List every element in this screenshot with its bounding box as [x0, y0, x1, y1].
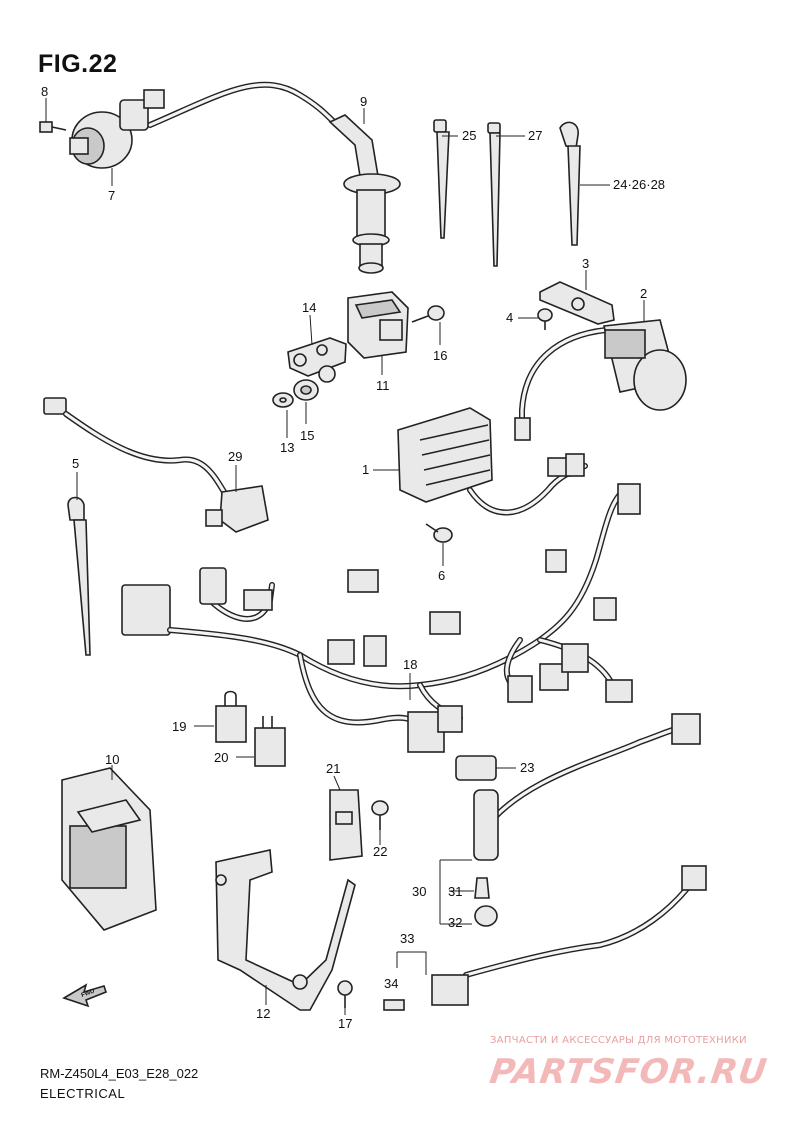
sensor-part-29: [43, 397, 269, 533]
cable-tie-part-25: [433, 119, 450, 239]
figure-title: FIG.22: [38, 50, 118, 78]
bolt-part-8: [39, 121, 67, 133]
fuse-holder-part-33: [431, 865, 707, 1006]
callout-29: 29: [228, 449, 242, 464]
callout-25: 25: [462, 128, 476, 143]
leader-lines: [45, 98, 645, 1015]
callout-33: 33: [400, 931, 414, 946]
callout-21: 21: [326, 761, 340, 776]
callout-9: 9: [360, 94, 367, 109]
callout-32: 32: [448, 915, 462, 930]
regulator-rectifier-part-1: [397, 407, 588, 516]
callout-8: 8: [41, 84, 48, 99]
bolt-part-6: [425, 523, 453, 543]
bracket-part-3: [539, 281, 615, 325]
lead-part-30: [473, 713, 701, 861]
watermark-logo: PARTSFOR.RU: [487, 1052, 770, 1092]
callout-34: 34: [384, 976, 398, 991]
wiring-harness-part-18: [121, 483, 641, 753]
bolt-part-22: [371, 800, 389, 830]
bolt-part-17: [337, 980, 353, 1008]
callout-27: 27: [528, 128, 542, 143]
bolt-part-4: [537, 308, 553, 330]
relay-part-20: [254, 716, 286, 767]
callout-24-26-28: 24·26·28: [613, 177, 665, 192]
callout-22: 22: [373, 844, 387, 859]
spark-plug-cap-part-9: [328, 114, 401, 274]
condenser-part-2: [514, 319, 687, 441]
group-bracket-30: [439, 859, 472, 925]
fuse-part-34: [383, 999, 405, 1011]
section-name: ELECTRICAL: [40, 1086, 126, 1101]
bracket-part-14: [287, 337, 347, 383]
callout-10: 10: [105, 752, 119, 767]
bracket-part-12: [215, 849, 356, 1011]
terminal-part-31: [474, 877, 490, 899]
callout-19: 19: [172, 719, 186, 734]
callout-12: 12: [256, 1006, 270, 1021]
ecm-part-10: [61, 767, 157, 931]
watermark-tagline: ЗАПЧАСТИ И АКСЕССУАРЫ ДЛЯ МОТОТЕХНИКИ: [490, 1035, 747, 1046]
callout-3: 3: [582, 256, 589, 271]
callout-1: 1: [362, 462, 369, 477]
relay-part-19: [215, 690, 247, 743]
callout-15: 15: [300, 428, 314, 443]
callout-13: 13: [280, 440, 294, 455]
callout-23: 23: [520, 760, 534, 775]
callout-30: 30: [412, 884, 426, 899]
cushion-part-15: [293, 379, 319, 401]
callout-6: 6: [438, 568, 445, 583]
group-bracket-33: [396, 951, 427, 975]
callout-labels: 8 7 9 25 27 24·26·28 3 2 4 14 16 11 13 1…: [41, 84, 665, 1031]
callout-20: 20: [214, 750, 228, 765]
fwd-arrow-icon: FWD: [62, 983, 107, 1008]
cover-part-23: [455, 755, 497, 781]
washer-part-13: [272, 392, 294, 408]
model-code: RM-Z450L4_E03_E28_022: [40, 1066, 199, 1081]
fwd-label: FWD: [81, 988, 97, 999]
callout-4: 4: [506, 310, 513, 325]
callout-31: 31: [448, 884, 462, 899]
ignition-coil-part-7: [69, 81, 341, 169]
cap-part-32: [474, 905, 498, 927]
callout-2: 2: [640, 286, 647, 301]
bolt-part-16: [411, 305, 445, 323]
cable-tie-part-5: [67, 496, 91, 656]
callout-14: 14: [302, 300, 316, 315]
callout-16: 16: [433, 348, 447, 363]
cable-tie-part-24-26-28: [559, 121, 581, 246]
callout-7: 7: [108, 188, 115, 203]
callout-18: 18: [403, 657, 417, 672]
callout-5: 5: [72, 456, 79, 471]
ignition-module-part-11: [347, 291, 409, 359]
callout-17: 17: [338, 1016, 352, 1031]
cable-tie-part-27: [487, 122, 501, 267]
callout-11: 11: [376, 378, 390, 393]
bracket-part-21: [329, 789, 363, 861]
